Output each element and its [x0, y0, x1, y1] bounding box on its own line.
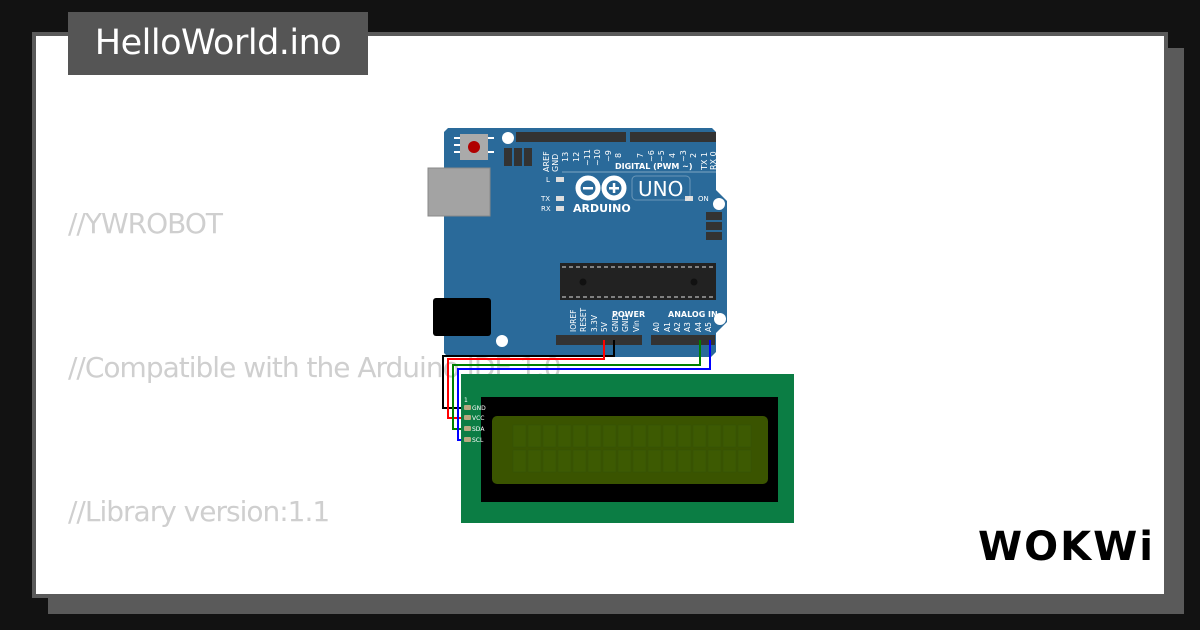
atmega-chip: [560, 263, 716, 300]
lcd-pin1-label: 1: [464, 397, 468, 404]
lcd-pins: [464, 405, 471, 442]
mounting-hole: [714, 313, 726, 325]
lcd-char-cells: [512, 424, 752, 473]
svg-text:GND: GND: [611, 315, 620, 332]
digital-header: [516, 132, 716, 142]
svg-text:12: 12: [572, 152, 581, 162]
svg-text:GND: GND: [621, 315, 630, 332]
svg-text:SCL: SCL: [472, 437, 484, 444]
mounting-hole: [502, 132, 514, 144]
mounting-hole: [496, 335, 508, 347]
svg-text:~5: ~5: [657, 150, 666, 162]
svg-text:4: 4: [668, 153, 677, 158]
svg-text:3.3V: 3.3V: [590, 314, 599, 332]
svg-text:RX 0: RX 0: [709, 151, 718, 170]
svg-text:L: L: [546, 176, 550, 184]
digital-label: DIGITAL (PWM ~): [615, 162, 693, 171]
svg-text:2: 2: [689, 153, 698, 158]
arduino-uno-board[interactable]: AREF GND 13 12 ~11 ~10 ~9 8 7 ~6 ~5 4 ~3…: [427, 128, 727, 357]
svg-text:A5: A5: [704, 322, 713, 332]
power-analog-headers: [556, 335, 715, 345]
svg-text:RX: RX: [541, 205, 551, 213]
svg-text:IOREF: IOREF: [569, 310, 578, 332]
led-tx: [556, 196, 564, 201]
svg-text:A2: A2: [673, 322, 682, 332]
reset-button[interactable]: [454, 134, 494, 160]
led-rx: [556, 206, 564, 211]
brand-label: ARDUINO: [573, 202, 631, 215]
wire-gnd: [442, 340, 615, 409]
icsp2-header: [706, 212, 722, 240]
svg-text:GND: GND: [551, 154, 560, 172]
wire-vcc: [447, 340, 605, 419]
mounting-hole: [713, 198, 725, 210]
led-labels: L TX RX ON: [540, 176, 709, 213]
usb-connector: [427, 167, 491, 217]
file-title: HelloWorld.ino: [68, 12, 368, 75]
svg-text:~9: ~9: [604, 150, 613, 162]
svg-text:RESET: RESET: [579, 308, 588, 332]
code-line: //Library version:1.1: [68, 495, 330, 528]
code-line: //YWROBOT: [68, 207, 223, 240]
svg-text:VCC: VCC: [472, 415, 484, 422]
svg-text:A0: A0: [652, 322, 661, 332]
svg-text:5V: 5V: [600, 321, 609, 332]
svg-text:~11: ~11: [583, 149, 592, 166]
svg-text:13: 13: [561, 152, 570, 162]
svg-text:~6: ~6: [647, 150, 656, 162]
wokwi-logo: WOKWi: [978, 524, 1155, 570]
icsp-header: [504, 148, 532, 166]
svg-text:Vin: Vin: [632, 320, 641, 332]
arduino-logo-icon: [575, 175, 627, 201]
svg-text:~3: ~3: [679, 150, 688, 162]
lcd-1602-display[interactable]: 1 GND VCC SDA SCL: [461, 374, 794, 523]
svg-text:ON: ON: [698, 195, 709, 203]
power-analog-pin-labels: IOREF RESET 3.3V 5V GND GND Vin A0 A1 A2…: [569, 308, 713, 332]
led-on: [685, 196, 693, 201]
model-label: UNO: [638, 177, 683, 201]
digital-pin-labels: AREF GND 13 12 ~11 ~10 ~9 8 7 ~6 ~5 4 ~3…: [542, 149, 718, 172]
svg-text:A4: A4: [694, 322, 703, 332]
svg-text:AREF: AREF: [542, 151, 551, 172]
svg-text:~10: ~10: [593, 149, 602, 166]
svg-text:8: 8: [614, 153, 623, 158]
svg-text:TX: TX: [540, 195, 550, 203]
svg-text:7: 7: [636, 153, 645, 158]
power-label: POWER: [612, 310, 645, 319]
svg-text:TX 1: TX 1: [700, 152, 709, 171]
svg-text:A1: A1: [663, 322, 672, 332]
lcd-pin-labels: GND VCC SDA SCL: [472, 405, 486, 444]
led-l: [556, 177, 564, 182]
power-jack: [433, 298, 491, 336]
svg-text:SDA: SDA: [472, 426, 485, 433]
analog-label: ANALOG IN: [668, 310, 718, 319]
svg-text:GND: GND: [472, 405, 486, 412]
svg-text:A3: A3: [683, 322, 692, 332]
